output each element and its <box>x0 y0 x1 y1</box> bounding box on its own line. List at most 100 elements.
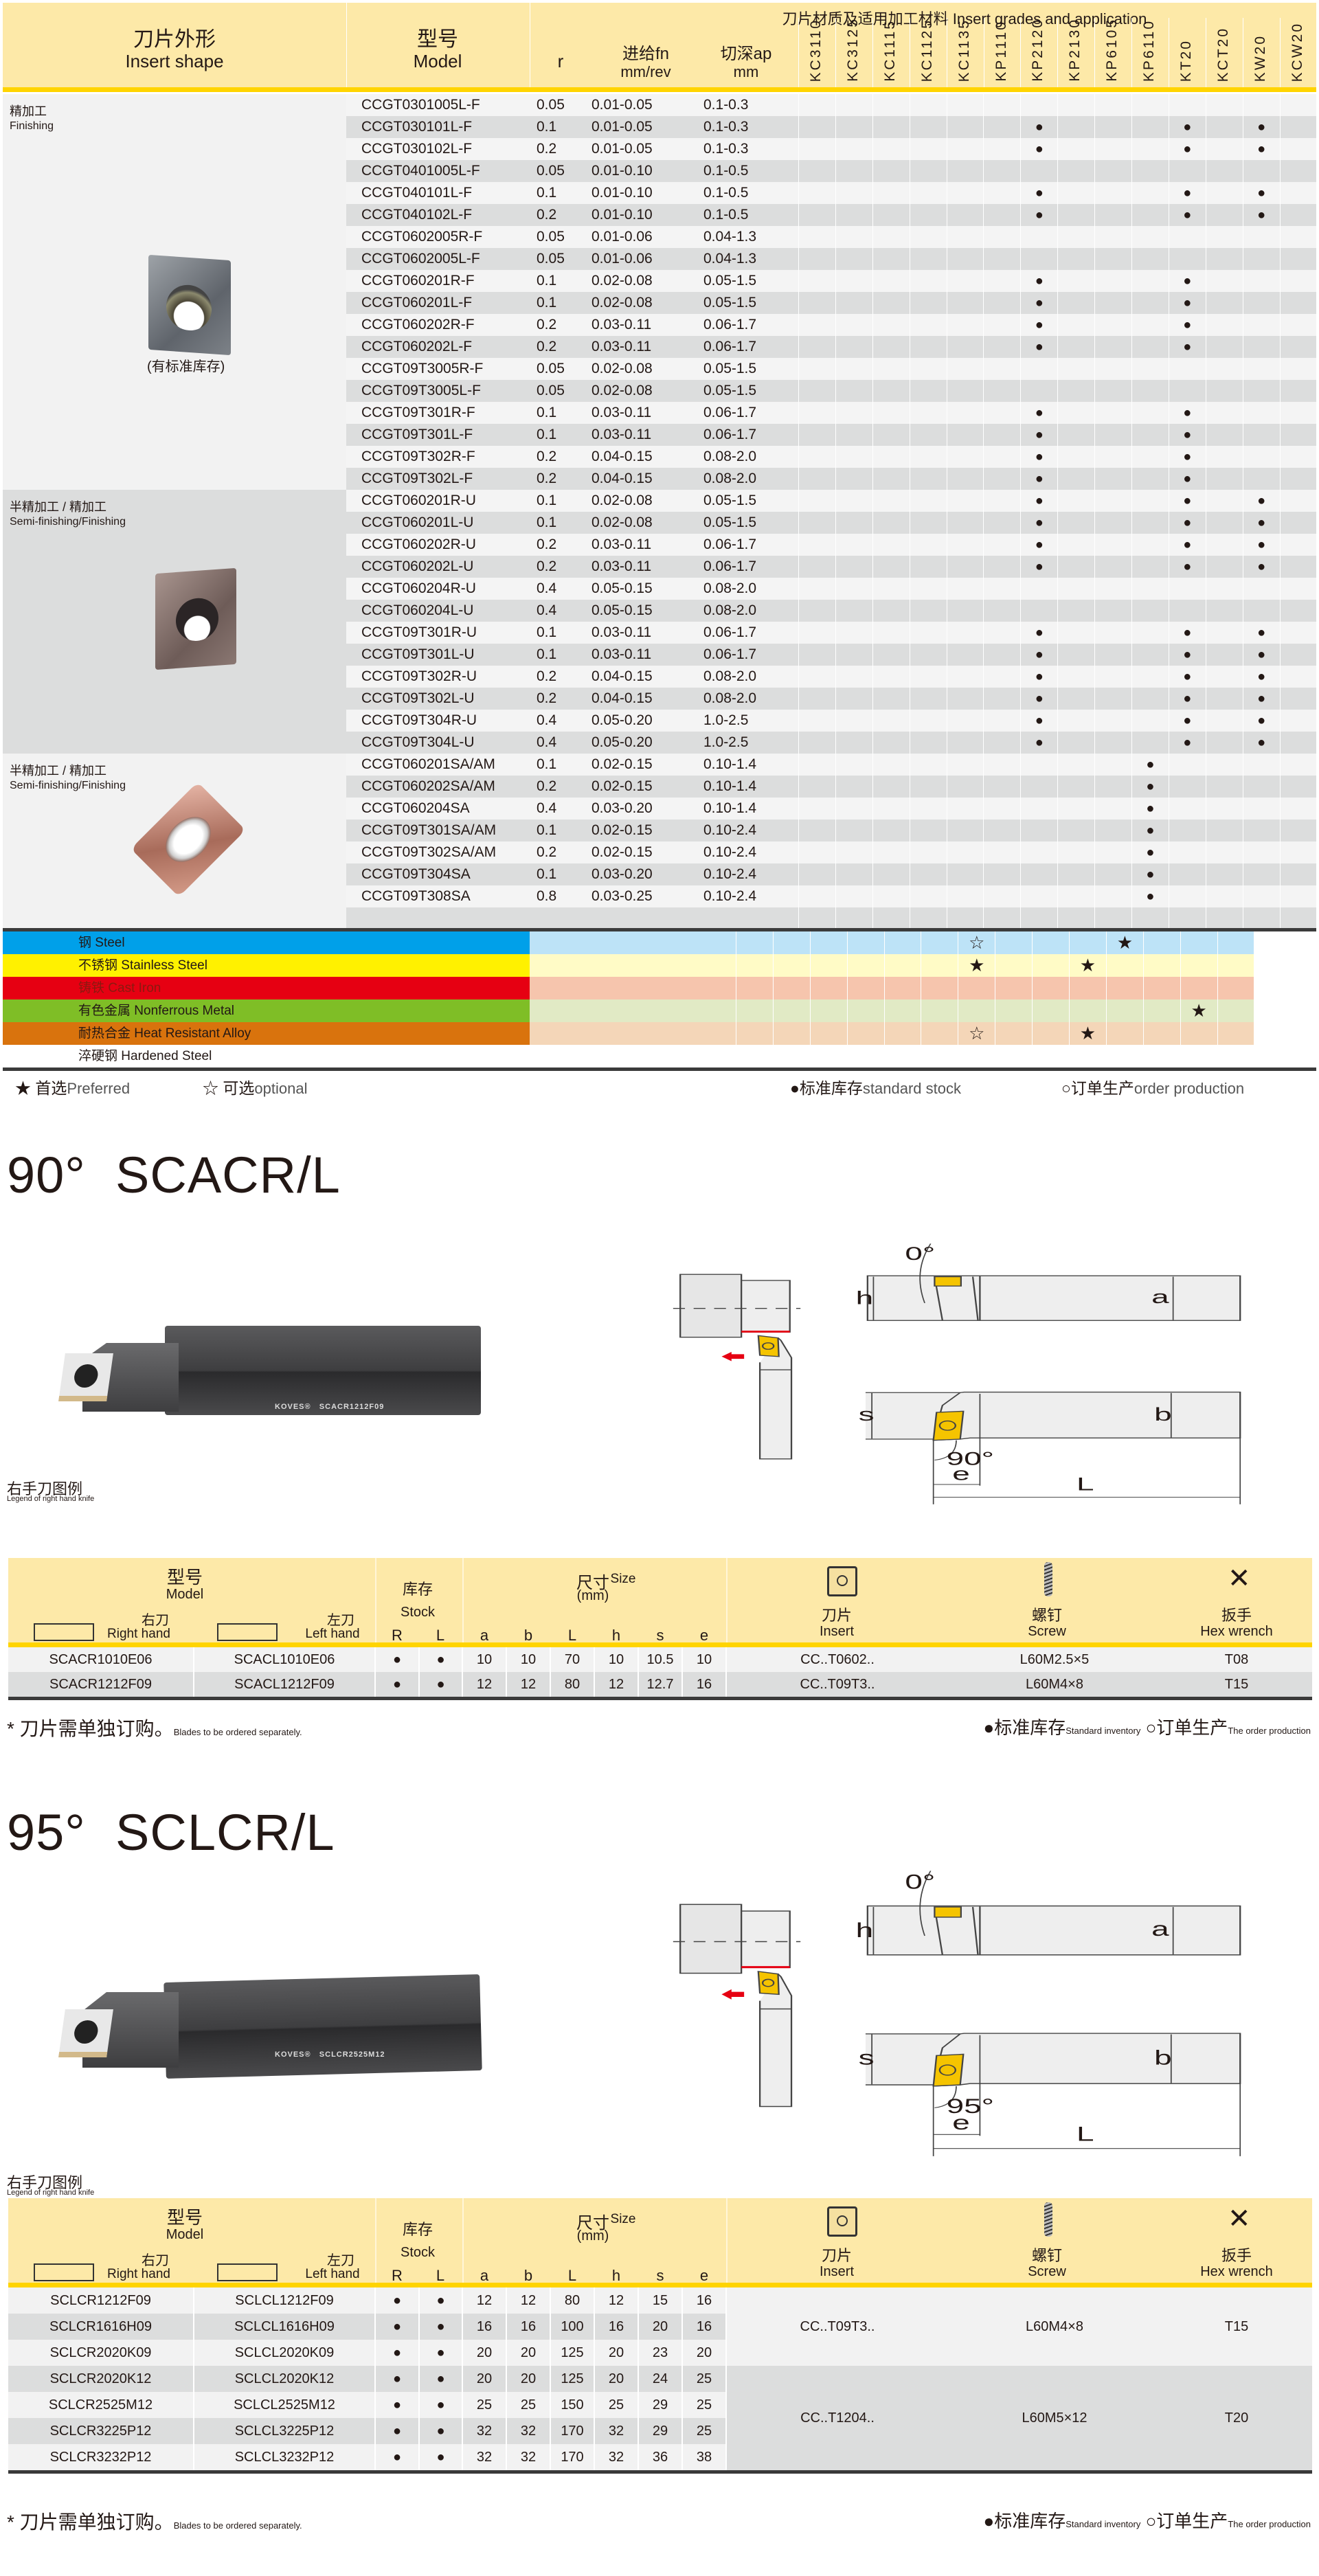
grade-cell <box>835 358 872 380</box>
stock-r-dot-icon: ● <box>374 1672 419 1697</box>
grade-cell <box>1094 776 1131 798</box>
grade-cell <box>909 490 947 512</box>
radius-cell: 0.1 <box>537 185 557 201</box>
model-cell: CCGT09T302R-U <box>361 668 477 684</box>
grade-cell <box>983 688 1020 710</box>
screw-code: L60M5×12 <box>948 2366 1161 2470</box>
grade-cell <box>1094 798 1131 820</box>
dim-a: 32 <box>462 2444 506 2470</box>
grade-cell <box>1205 314 1243 336</box>
preferred-star-icon: ★ <box>1180 999 1217 1022</box>
material-label: 钢 Steel <box>3 931 530 954</box>
dim-e: 16 <box>681 2287 726 2314</box>
right-hand-model: SCLCR2525M12 <box>48 2397 153 2413</box>
radius-cell: 0.4 <box>537 580 557 596</box>
material-row: 耐热合金 Heat Resistant Alloy☆★ <box>3 1022 1316 1045</box>
radius-cell: 0.2 <box>537 844 557 860</box>
grade-cell <box>835 776 872 798</box>
grade-cell <box>946 732 984 754</box>
dim-e: 25 <box>681 2366 726 2392</box>
dim-length: 125 <box>550 2366 594 2392</box>
header-insert-cn: 刀片 <box>821 2247 853 2264</box>
stock-dot-icon: ● <box>1020 666 1057 688</box>
grade-cell <box>983 402 1020 424</box>
grade-cell <box>946 644 984 666</box>
grade-cell <box>1279 622 1317 644</box>
header-r: R <box>392 2267 403 2284</box>
grade-cell <box>946 358 984 380</box>
feed-cell: 0.03-0.11 <box>591 536 652 552</box>
table-row: CCGT0602005R-F 0.05 0.01-0.06 0.04-1.3 <box>346 226 1317 248</box>
optional-star-icon: ☆ <box>958 931 995 954</box>
model-cell: CCGT030101L-F <box>361 119 473 135</box>
model-cell: CCGT060201L-U <box>361 515 474 530</box>
grade-cell <box>1020 798 1057 820</box>
svg-text:h: h <box>856 1287 874 1308</box>
stock-legend: ●标准库存Standard inventory ○订单生产The order p… <box>983 2511 1311 2531</box>
hex-wrench-icon: ✕ <box>1228 2204 1251 2234</box>
grade-cell <box>1020 578 1057 600</box>
grade-cell <box>835 424 872 446</box>
grade-cell <box>1094 820 1131 841</box>
stock-dot-icon: ● <box>1131 863 1169 885</box>
material-grade-cell <box>846 999 884 1022</box>
table-row: CCGT09T301SA/AM 0.1 0.02-0.15 0.10-2.4● <box>346 820 1317 841</box>
grade-cell <box>872 248 910 270</box>
left-hand-model: SCLCL1212F09 <box>193 2287 375 2314</box>
grade-cell <box>835 468 872 490</box>
grade-cell <box>1279 512 1317 534</box>
grade-cell <box>983 710 1020 732</box>
dim-e: 16 <box>681 1672 726 1697</box>
grade-cell <box>872 732 910 754</box>
header-size-cn: 尺寸 <box>576 2214 609 2233</box>
table-row: CCGT09T304L-U 0.4 0.05-0.20 1.0-2.5●●● <box>346 732 1317 754</box>
table-row: CCGT060201L-U 0.1 0.02-0.08 0.05-1.5●●● <box>346 512 1317 534</box>
grade-cell <box>909 863 947 885</box>
grade-cell <box>983 644 1020 666</box>
table-row: CCGT09T308SA 0.8 0.03-0.25 0.10-2.4● <box>346 885 1317 907</box>
grade-cell <box>835 732 872 754</box>
header-fn-unit: mm/rev <box>620 63 671 80</box>
grade-cell <box>872 512 910 534</box>
material-grade-cell <box>995 1045 1033 1067</box>
grade-cell <box>983 885 1020 907</box>
stock-dot-icon: ● <box>1131 754 1169 776</box>
grade-cell <box>1057 841 1094 863</box>
material-grade-cell <box>883 931 921 954</box>
table-row: SCACR1010E06 SCACL1010E06 ● ● 10 10 70 1… <box>8 1647 1312 1672</box>
radius-cell: 0.05 <box>537 229 565 245</box>
dim-s: 29 <box>638 2392 682 2418</box>
grade-cell <box>1131 446 1169 468</box>
model-cell: CCGT09T301L-F <box>361 427 473 442</box>
material-grade-cell <box>1217 954 1254 977</box>
right-hand-model: SCLCR1616H09 <box>49 2318 152 2334</box>
grade-cell <box>909 358 947 380</box>
grade-cell <box>798 490 835 512</box>
radius-cell: 0.2 <box>537 317 557 332</box>
stock-dot-icon: ● <box>1242 534 1280 556</box>
dim-s: 10.5 <box>638 1647 682 1672</box>
grade-cell <box>1205 666 1243 688</box>
grade-cell <box>1057 666 1094 688</box>
workpiece-large <box>679 1274 743 1338</box>
dim-s: 24 <box>638 2366 682 2392</box>
grade-cell <box>909 94 947 116</box>
grade-cell <box>1168 820 1206 841</box>
grade-cell <box>1057 600 1094 622</box>
grade-cell <box>798 732 835 754</box>
grade-cell <box>1242 600 1280 622</box>
insert-yellow <box>757 1335 780 1357</box>
material-label: 铸铁 Cast Iron <box>3 977 530 999</box>
feed-cell: 0.05-0.15 <box>591 602 653 618</box>
grade-cell <box>1205 841 1243 863</box>
grade-cell <box>983 226 1020 248</box>
grade-cell <box>798 534 835 556</box>
stock-dot-icon: ● <box>1168 556 1206 578</box>
dim-a: 20 <box>462 2340 506 2366</box>
grade-cell <box>983 600 1020 622</box>
material-grade-cell <box>809 1022 847 1045</box>
